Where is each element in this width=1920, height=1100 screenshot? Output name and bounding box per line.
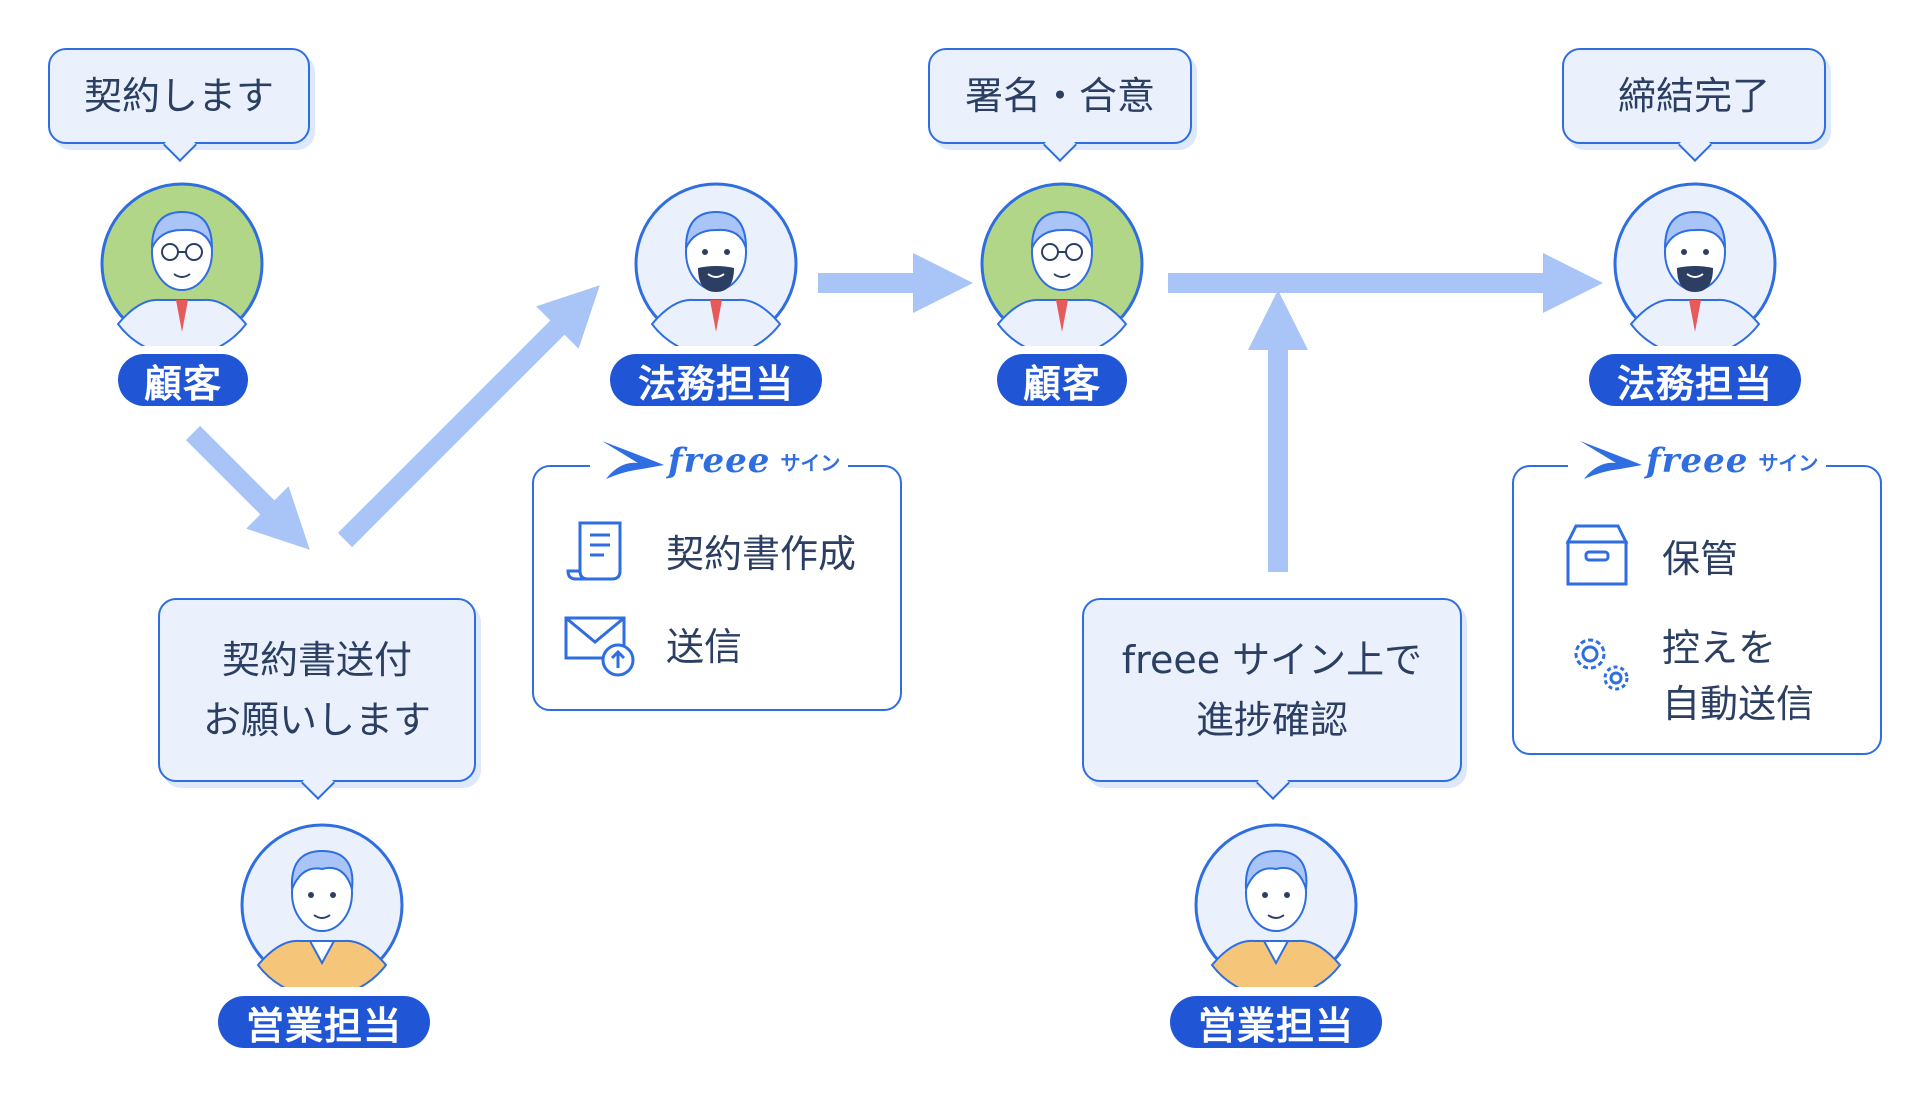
- bubble-text: 契約します: [83, 74, 274, 118]
- role-label-legal: 法務担当: [1589, 354, 1801, 406]
- bubble-text: 締結完了: [1617, 74, 1770, 118]
- role-text: 顧客: [143, 361, 222, 406]
- brand-name: freee: [1646, 441, 1749, 481]
- panel-item-storage: 保管: [1562, 520, 1738, 590]
- bird-logo-icon: [602, 441, 664, 479]
- role-label-legal: 法務担当: [610, 354, 822, 406]
- role-text: 営業担当: [245, 1003, 402, 1048]
- avatar-sales-rep: [1194, 823, 1358, 987]
- panel-item-send: 送信: [562, 608, 742, 678]
- role-text: 法務担当: [637, 361, 794, 406]
- role-text: 法務担当: [1616, 361, 1773, 406]
- avatar-sales-rep: [240, 823, 404, 987]
- bird-logo-icon: [1580, 441, 1642, 479]
- role-label-sales: 営業担当: [218, 996, 430, 1048]
- bubble-text: 署名・合意: [964, 74, 1155, 118]
- role-label-sales: 営業担当: [1170, 996, 1382, 1048]
- brand-sub: サイン: [1758, 450, 1819, 475]
- item-text: 送信: [666, 624, 743, 669]
- bubble-text-line2: 進捗確認: [1195, 698, 1348, 742]
- mail-send-icon: [564, 616, 635, 677]
- speech-bubble-customer-request: 契約します: [48, 48, 310, 144]
- brand-sub: サイン: [780, 450, 841, 475]
- avatar-customer-glasses: [100, 182, 264, 346]
- freee-sign-logo: freee サイン: [590, 434, 849, 488]
- bubble-text-line1: freee サイン上で: [1121, 638, 1423, 682]
- brand-name: freee: [668, 441, 771, 481]
- avatar-legal-bearded: [634, 182, 798, 346]
- item-text: 保管: [1662, 536, 1739, 581]
- panel-item-create-contract: 契約書作成: [562, 515, 856, 585]
- avatar-customer-glasses: [980, 182, 1144, 346]
- avatar-legal-bearded: [1613, 182, 1777, 346]
- arrow-sales-to-legal: [337, 285, 600, 548]
- panel-item-auto-send: 控えを 自動送信: [1562, 620, 1814, 732]
- freee-sign-logo: freee サイン: [1568, 434, 1827, 488]
- role-label-customer: 顧客: [118, 354, 248, 406]
- speech-bubble-sales-check: freee サイン上で 進捗確認: [1082, 598, 1462, 782]
- role-label-customer: 顧客: [997, 354, 1127, 406]
- scroll-document-icon: [566, 521, 622, 581]
- role-text: 顧客: [1022, 361, 1101, 406]
- gears-icon: [1574, 638, 1629, 691]
- item-text-line2: 自動送信: [1662, 682, 1815, 726]
- bubble-text-line2: お願いします: [202, 698, 431, 742]
- arrow-customer-to-sales: [185, 425, 310, 550]
- bubble-text-line1: 契約書送付: [221, 638, 412, 682]
- freee-sign-panel-left: [532, 465, 902, 711]
- role-text: 営業担当: [1197, 1003, 1354, 1048]
- freee-sign-panel-right: [1512, 465, 1882, 755]
- item-text-line1: 控えを: [1662, 626, 1777, 670]
- storage-box-icon: [1565, 524, 1629, 586]
- item-text: 契約書作成: [666, 531, 857, 576]
- speech-bubble-sales-request: 契約書送付 お願いします: [158, 598, 476, 782]
